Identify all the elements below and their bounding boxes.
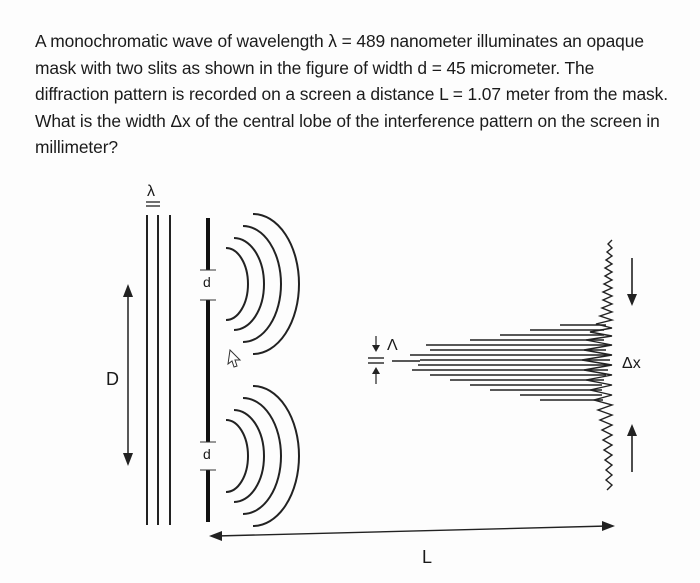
double-slit-diagram: λ D d d (0, 170, 700, 583)
screen-distance-dimension: L (209, 521, 615, 567)
question-line-3: diffraction pattern is recorded on a scr… (35, 84, 668, 104)
wavelength-label-top: λ (147, 183, 155, 200)
screen-distance-label: L (422, 547, 432, 567)
aperture-distance-dimension: D (106, 284, 133, 466)
diffracted-wavefronts-top (225, 213, 300, 355)
slit-width-marks (200, 269, 216, 471)
slit-width-label-bottom: d (203, 446, 211, 462)
question-line-4: What is the width Δx of the central lobe… (35, 110, 660, 131)
interference-rays (392, 324, 610, 401)
diffracted-wavefronts-bottom (225, 385, 300, 527)
fringe-width-label: Δx (622, 355, 641, 372)
aperture-distance-label: D (106, 369, 119, 389)
wavelength-label-mid: Λ (387, 337, 398, 354)
fringe-width-dimension: Δx (622, 258, 641, 472)
slit-width-label-top: d (203, 274, 211, 290)
intensity-pattern (581, 239, 615, 491)
question-line-5: millimeter? (35, 137, 118, 157)
wavelength-marker-top: λ (146, 183, 160, 207)
question-line-2: mask with two slits as shown in the figu… (35, 57, 595, 78)
incident-wavefronts (146, 215, 171, 525)
question-line-1: A monochromatic wave of wavelength λ = 4… (35, 31, 644, 51)
question-text: A monochromatic wave of wavelength λ = 4… (35, 28, 687, 161)
cursor-icon (227, 348, 242, 368)
wavelength-marker-mid: Λ (368, 336, 398, 384)
